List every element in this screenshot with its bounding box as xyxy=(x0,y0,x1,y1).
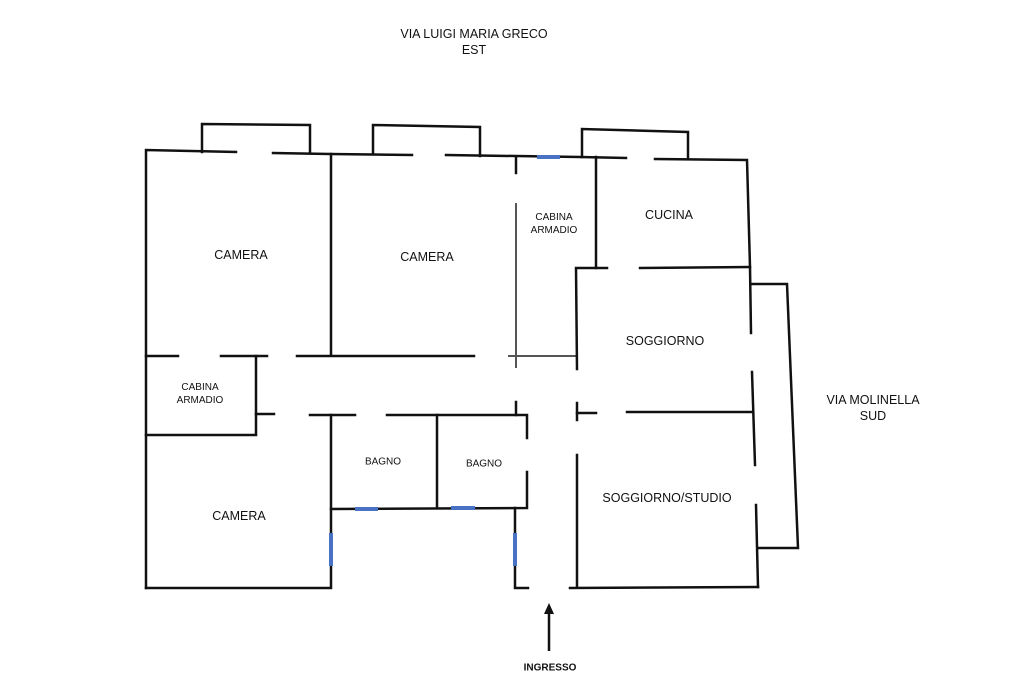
street-label-north: VIA LUIGI MARIA GRECO EST xyxy=(400,26,547,59)
room-camera-1: CAMERA xyxy=(214,247,268,262)
street-label-east: VIA MOLINELLA SUD xyxy=(826,392,919,425)
room-cabina-armadio-1: CABINA ARMADIO xyxy=(531,211,578,237)
room-label-line: ARMADIO xyxy=(530,225,578,236)
room-camera-3: CAMERA xyxy=(212,508,266,523)
room-bagno-1: BAGNO xyxy=(364,456,402,468)
street-direction: EST xyxy=(461,43,487,57)
entrance-label: INGRESSO xyxy=(523,662,577,674)
street-name: VIA LUIGI MARIA GRECO xyxy=(400,26,548,41)
room-cucina: CUCINA xyxy=(645,207,693,222)
room-cabina-armadio-2: CABINA ARMADIO xyxy=(177,381,224,407)
room-label-line: CABINA xyxy=(181,382,219,393)
street-name: VIA MOLINELLA xyxy=(826,392,920,407)
street-direction: SUD xyxy=(859,409,887,423)
walls xyxy=(144,122,800,590)
room-bagno-2: BAGNO xyxy=(465,458,503,470)
entrance-arrow-icon xyxy=(544,603,554,651)
room-soggiorno: SOGGIORNO xyxy=(625,333,705,348)
room-label-line: CABINA xyxy=(535,212,573,223)
room-camera-2: CAMERA xyxy=(400,249,454,264)
room-label-line: ARMADIO xyxy=(176,395,224,406)
windows xyxy=(329,155,560,566)
room-soggiorno-studio: SOGGIORNO/STUDIO xyxy=(602,490,732,505)
